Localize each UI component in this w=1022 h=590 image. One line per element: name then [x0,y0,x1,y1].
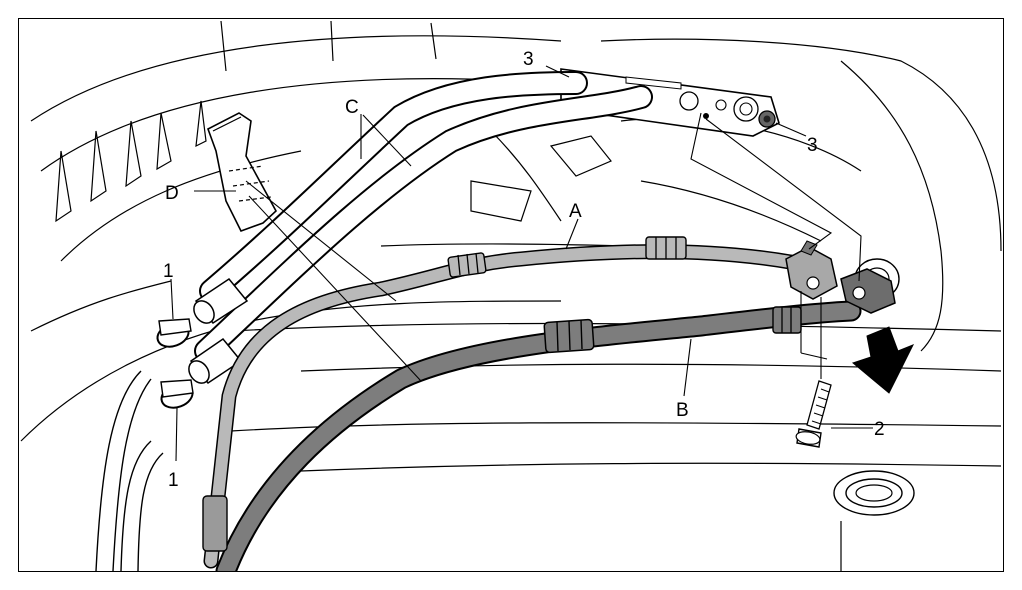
label-a: A [569,201,582,222]
retainer-clip-d [207,112,278,232]
label-d: D [165,183,179,204]
pipe-a [203,244,804,569]
connector-block-a [785,240,838,300]
nut-3-right [758,110,776,128]
diagram-svg: 3 3 C D A 1 1 B 2 [20,20,1002,571]
hose-clamp-1-top [156,318,192,348]
drain-plug [833,470,915,516]
pipe-b-joint [543,318,595,354]
label-3-right: 3 [807,135,818,156]
hose-c-lower [194,85,653,363]
labels: 3 3 C D A 1 1 B 2 [163,49,885,491]
hose-end-upper [193,277,249,325]
label-1-bottom: 1 [168,470,179,491]
diagram-frame: 3 3 C D A 1 1 B 2 [18,18,1004,572]
removal-arrow [851,326,915,394]
pipe-b-joint-right [772,306,802,334]
pipe-a-joint-left [447,252,487,278]
connector-block-b [840,268,896,314]
label-b: B [676,400,689,421]
label-2: 2 [874,419,885,440]
hose-c-upper [199,71,588,303]
label-3-left: 3 [523,49,534,70]
pipe-b [215,300,862,571]
leader-lines [170,65,873,462]
label-1-top: 1 [163,261,174,282]
label-c: C [345,97,359,118]
engine-pipes [95,370,164,571]
flange-plate [560,68,780,137]
pipe-ferrule [202,495,228,552]
pipe-a-joint-right [645,236,687,260]
hose-clamp-1-bottom [160,379,194,409]
bolt-2 [795,380,832,448]
